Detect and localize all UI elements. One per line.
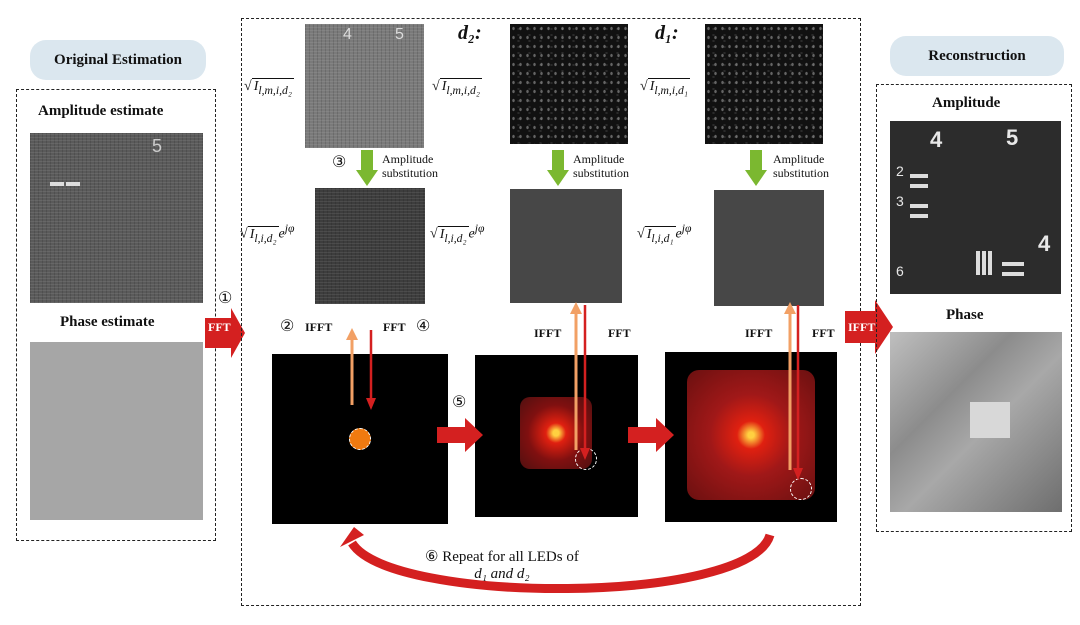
fft-label-3: FFT (812, 326, 835, 340)
fft-label-left: FFT (208, 320, 231, 334)
pupil-circle-1 (349, 428, 371, 450)
pupil-circle-3 (790, 478, 812, 500)
reconstruction-title: Reconstruction (890, 36, 1064, 76)
updated-estimate-image (315, 188, 425, 304)
dark-field-estimate-d1-image (714, 190, 824, 306)
target-number-5: 5 (395, 26, 404, 43)
phase-estimate-image (30, 342, 203, 520)
repeat-label: ⑥ Repeat for all LEDs of d₁ and d₂ (425, 547, 579, 583)
target-number-5: 5 (1006, 125, 1019, 150)
dark-field-estimate-d2-image (510, 189, 622, 303)
phase-estimate-label: Phase estimate (60, 314, 155, 330)
step-6: ⑥ (425, 549, 439, 565)
repeat-line-1: Repeat for all LEDs of (442, 549, 579, 565)
reconstructed-phase-image (890, 332, 1062, 512)
spectrum-1 (272, 354, 448, 524)
phase-label: Phase (946, 307, 984, 323)
target-number-4-side: 4 (1038, 231, 1051, 256)
ifft-label-right: IFFT (848, 320, 876, 334)
step-2: ② (280, 318, 295, 335)
ifft-arrow-right (845, 300, 893, 354)
target-number-4: 4 (343, 26, 352, 43)
fft-arrow-left (205, 308, 245, 358)
target-number-2: 2 (896, 163, 904, 179)
measured-d1-label: √Il,m,i,d₁ (640, 78, 690, 97)
measured-d2-right-label: √Il,m,i,d₂ (432, 78, 482, 97)
phase-building (970, 402, 1010, 438)
reconstructed-amplitude-image: 4 5 2 3 6 4 (890, 121, 1061, 294)
step-3: ③ (332, 154, 347, 171)
original-estimation-panel (16, 89, 216, 541)
reconstruction-panel (876, 84, 1072, 532)
ifft-label-3: IFFT (745, 326, 773, 340)
d2-label: d₂: (458, 22, 482, 44)
target-number-4: 4 (930, 127, 943, 152)
measured-d2-left-label: √Il,m,i,d₂ (244, 78, 294, 97)
spectrum-region-3 (687, 370, 815, 500)
step-4: ④ (416, 318, 431, 335)
measured-d2-image: 4 5 (305, 24, 424, 148)
repeat-line-2: d₁ and d₂ (474, 566, 530, 582)
green-arrow-3 (745, 150, 767, 186)
ifft-fft-arrows (346, 302, 803, 480)
ifft-label-2: IFFT (534, 326, 562, 340)
amplitude-estimate-image: 5 (30, 133, 203, 303)
green-arrow-1 (356, 150, 378, 186)
spectrum-2 (475, 355, 638, 517)
arrow-spectrum-1-2 (437, 418, 483, 452)
green-arrow-2 (547, 150, 569, 186)
step-5: ⑤ (452, 394, 467, 411)
ifft-label-1: IFFT (305, 320, 333, 334)
fft-label-1: FFT (383, 320, 406, 334)
arrow-spectrum-2-3 (628, 418, 674, 452)
amplitude-label: Amplitude (932, 95, 1001, 111)
target-number-6: 6 (896, 263, 904, 279)
fft-label-2: FFT (608, 326, 631, 340)
amplitude-estimate-label: Amplitude estimate (38, 103, 164, 119)
step-1: ① (218, 290, 233, 307)
original-estimation-title: Original Estimation (30, 40, 206, 80)
d1-label: d₁: (655, 22, 679, 44)
target-number-5: 5 (152, 136, 163, 156)
spectrum-3 (665, 352, 837, 522)
dark-field-d2-image (510, 24, 628, 144)
repeat-curved-arrow (340, 527, 775, 594)
target-number-3: 3 (896, 193, 904, 209)
dark-field-d1-image (705, 24, 823, 144)
